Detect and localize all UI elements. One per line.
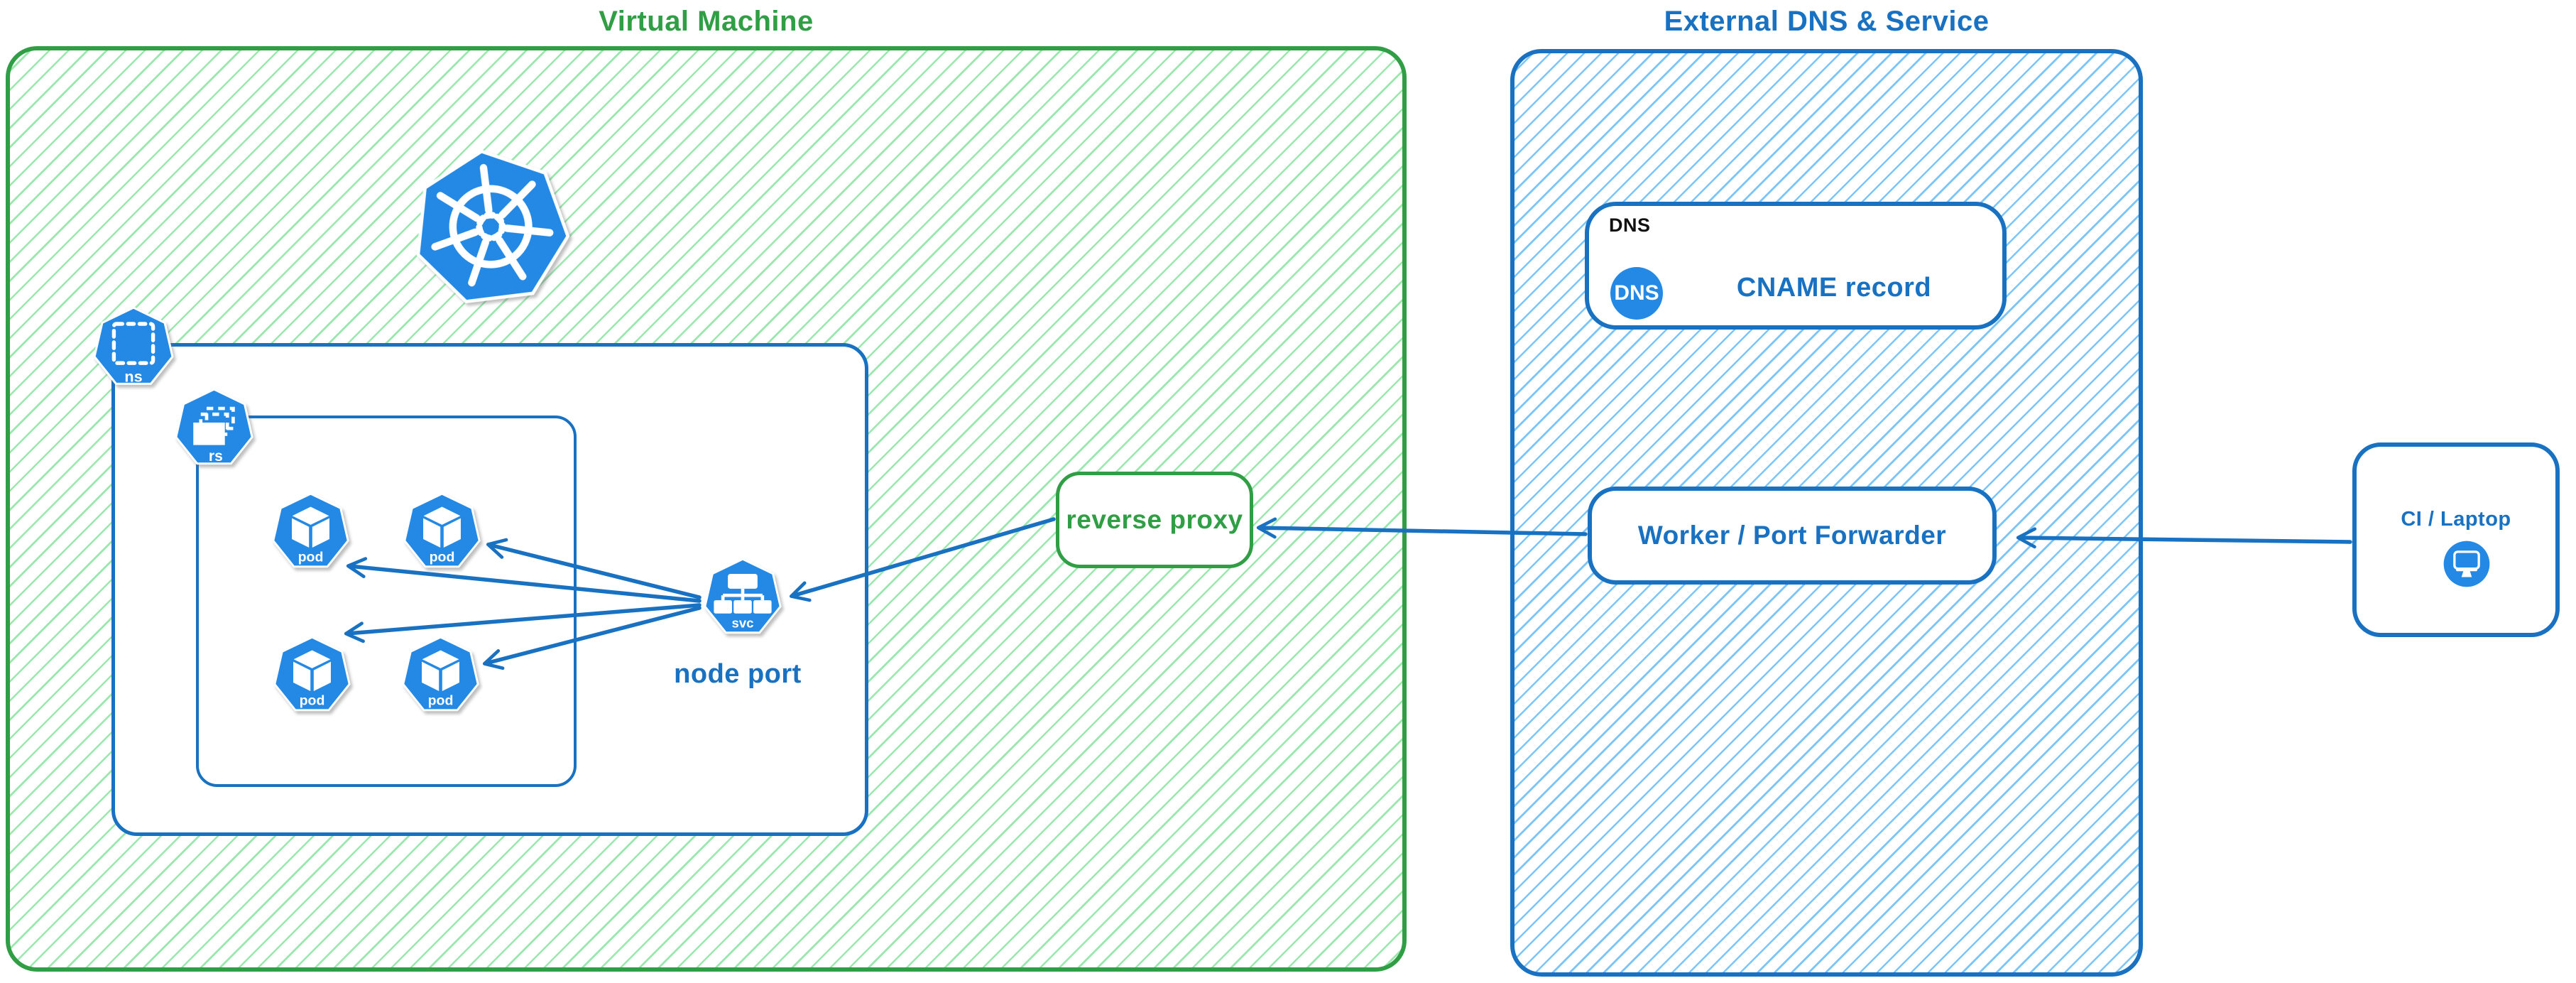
pod-icon: pod [273, 636, 351, 712]
svg-text:svc: svc [732, 615, 754, 630]
external-dns-title: External DNS & Service [1664, 5, 1990, 37]
arrow-svc-to-pod-3 [344, 603, 702, 643]
dns-record-box: DNS DNS CNAME record [1585, 202, 2007, 330]
reverse-proxy-label: reverse proxy [1066, 505, 1243, 534]
node-port-label: node port [674, 659, 802, 689]
monitor-icon [2443, 541, 2490, 587]
dns-badge-icon: DNS [1610, 267, 1663, 320]
dns-tag-label: DNS [1609, 214, 1651, 236]
arrow-svc-to-pod-2 [486, 538, 702, 599]
service-icon: svc [704, 558, 782, 634]
arrow-svc-to-pod-4 [482, 606, 702, 670]
virtual-machine-title: Virtual Machine [599, 5, 814, 37]
namespace-icon: ns [93, 307, 174, 386]
svg-text:rs: rs [209, 448, 223, 465]
ci-laptop-label: CI / Laptop [2401, 508, 2511, 531]
svg-text:pod: pod [298, 550, 324, 565]
replicaset-icon: rs [175, 389, 253, 465]
svg-text:ns: ns [124, 368, 142, 386]
svg-text:pod: pod [428, 693, 454, 709]
cname-record-label: CNAME record [1736, 272, 1932, 303]
kubernetes-logo-icon [416, 149, 570, 304]
pod-icon: pod [402, 636, 479, 712]
ci-laptop-box: CI / Laptop [2352, 442, 2560, 637]
worker-label: Worker / Port Forwarder [1637, 521, 1947, 550]
worker-box: Worker / Port Forwarder [1588, 487, 1997, 585]
arrow-ci-to-worker [2016, 527, 2352, 549]
pod-icon: pod [272, 493, 349, 568]
arrow-worker-to-reverse-proxy [1256, 517, 1588, 539]
reverse-proxy-box: reverse proxy [1056, 472, 1253, 568]
svg-text:pod: pod [430, 550, 455, 565]
pod-icon: pod [403, 493, 481, 568]
arrow-reverse-proxy-to-svc [789, 517, 1056, 602]
svg-text:pod: pod [300, 693, 325, 709]
replicaset-box [196, 416, 577, 787]
arrow-svc-to-pod-1 [346, 557, 702, 603]
